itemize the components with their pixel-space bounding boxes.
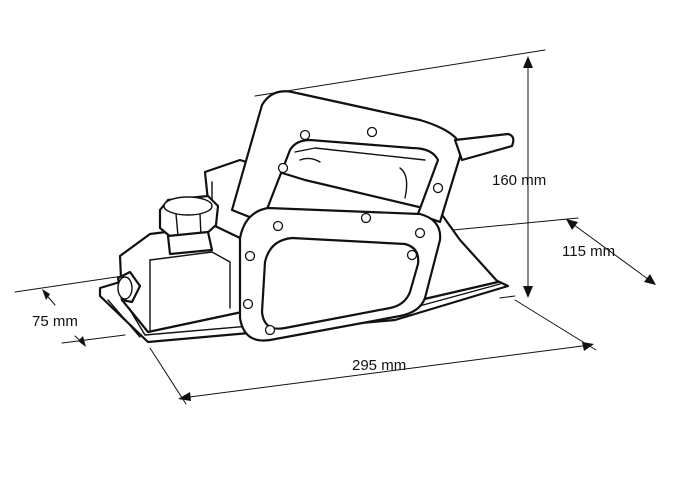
right-floor-line <box>431 217 579 233</box>
height-arrow-top <box>523 56 533 68</box>
screw-cover-5 <box>406 249 418 261</box>
knob-top <box>163 196 213 216</box>
dimension-width <box>42 289 126 347</box>
left-floor-line <box>14 274 131 293</box>
screw-handle-2 <box>366 126 378 138</box>
height-arrow-bottom <box>523 286 533 298</box>
length-label: 295 mm <box>352 357 407 374</box>
length-dimension-line <box>181 344 591 399</box>
screw-cover-6 <box>242 298 254 310</box>
depth-label: 115 mm <box>562 243 616 260</box>
power-cord-strain-relief <box>453 132 515 162</box>
screw-cover-7 <box>264 324 276 336</box>
base-front-edge <box>107 299 141 338</box>
front-housing-panel <box>149 251 231 309</box>
length-extension-left <box>149 347 187 405</box>
length-arrow-right <box>582 342 594 351</box>
depth-arrow-top <box>566 219 578 230</box>
screw-cover-1 <box>272 220 284 232</box>
depth-dimension-line <box>569 221 653 283</box>
screw-cover-2 <box>360 212 372 224</box>
height-label: 160 mm <box>492 172 547 189</box>
width-label: 75 mm <box>32 313 78 330</box>
dimension-depth <box>566 219 656 285</box>
screw-handle-3 <box>277 162 289 174</box>
handle-inner-edge <box>294 147 426 161</box>
side-knob-face <box>117 276 133 300</box>
depth-arrow-bottom <box>644 274 656 285</box>
screw-cover-4 <box>244 250 256 262</box>
planer-body <box>98 90 515 344</box>
screw-cover-3 <box>414 227 426 239</box>
length-arrow-left <box>178 392 191 401</box>
width-arrow-top <box>42 289 50 300</box>
dimension-height <box>523 56 533 298</box>
trigger <box>299 157 321 163</box>
width-extension-bottom <box>61 334 126 344</box>
reference-lines <box>14 49 579 299</box>
length-extension-right <box>514 299 597 351</box>
knob-rib-1 <box>175 213 179 237</box>
screw-handle-4 <box>432 182 444 194</box>
width-arrow-bottom <box>78 336 86 347</box>
top-reference-line <box>254 49 546 97</box>
screw-handle-1 <box>299 129 311 141</box>
screws <box>242 126 444 336</box>
dimension-length <box>149 299 597 405</box>
handle-grip-curve <box>399 167 408 199</box>
right-floor-line-lower <box>499 295 516 299</box>
knob-collar <box>166 230 214 256</box>
